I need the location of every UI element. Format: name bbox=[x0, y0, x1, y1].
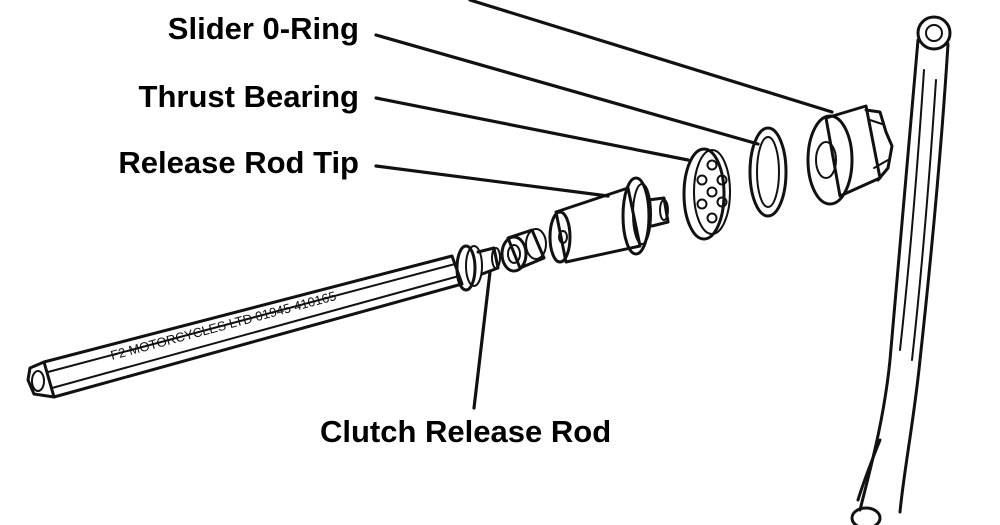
label-clutch-release-rod: Clutch Release Rod bbox=[320, 414, 612, 449]
leader-line-slider-oring bbox=[374, 33, 760, 146]
label-thrust-bearing: Thrust Bearing bbox=[138, 79, 359, 114]
leader-line-thrust-bearing bbox=[374, 96, 690, 162]
leader-line-clutch-release-rod bbox=[472, 270, 492, 410]
slider-body-part bbox=[806, 104, 894, 206]
thrust-bearing-part bbox=[682, 147, 731, 241]
leader-line-release-rod-tip bbox=[374, 164, 610, 198]
label-release-rod-tip: Release Rod Tip bbox=[118, 145, 359, 180]
clutch-lever-part bbox=[850, 15, 952, 525]
clutch-release-rod-part bbox=[26, 244, 501, 399]
release-rod-tip-part bbox=[548, 176, 670, 264]
watermark-text: F2 MOTORCYCLES LTD 01945 410165 bbox=[109, 288, 338, 363]
label-slider-oring: Slider 0-Ring bbox=[167, 11, 359, 46]
slider-oring-part bbox=[748, 126, 788, 218]
small-bush-part bbox=[500, 228, 547, 273]
leader-line-top bbox=[468, 0, 834, 114]
